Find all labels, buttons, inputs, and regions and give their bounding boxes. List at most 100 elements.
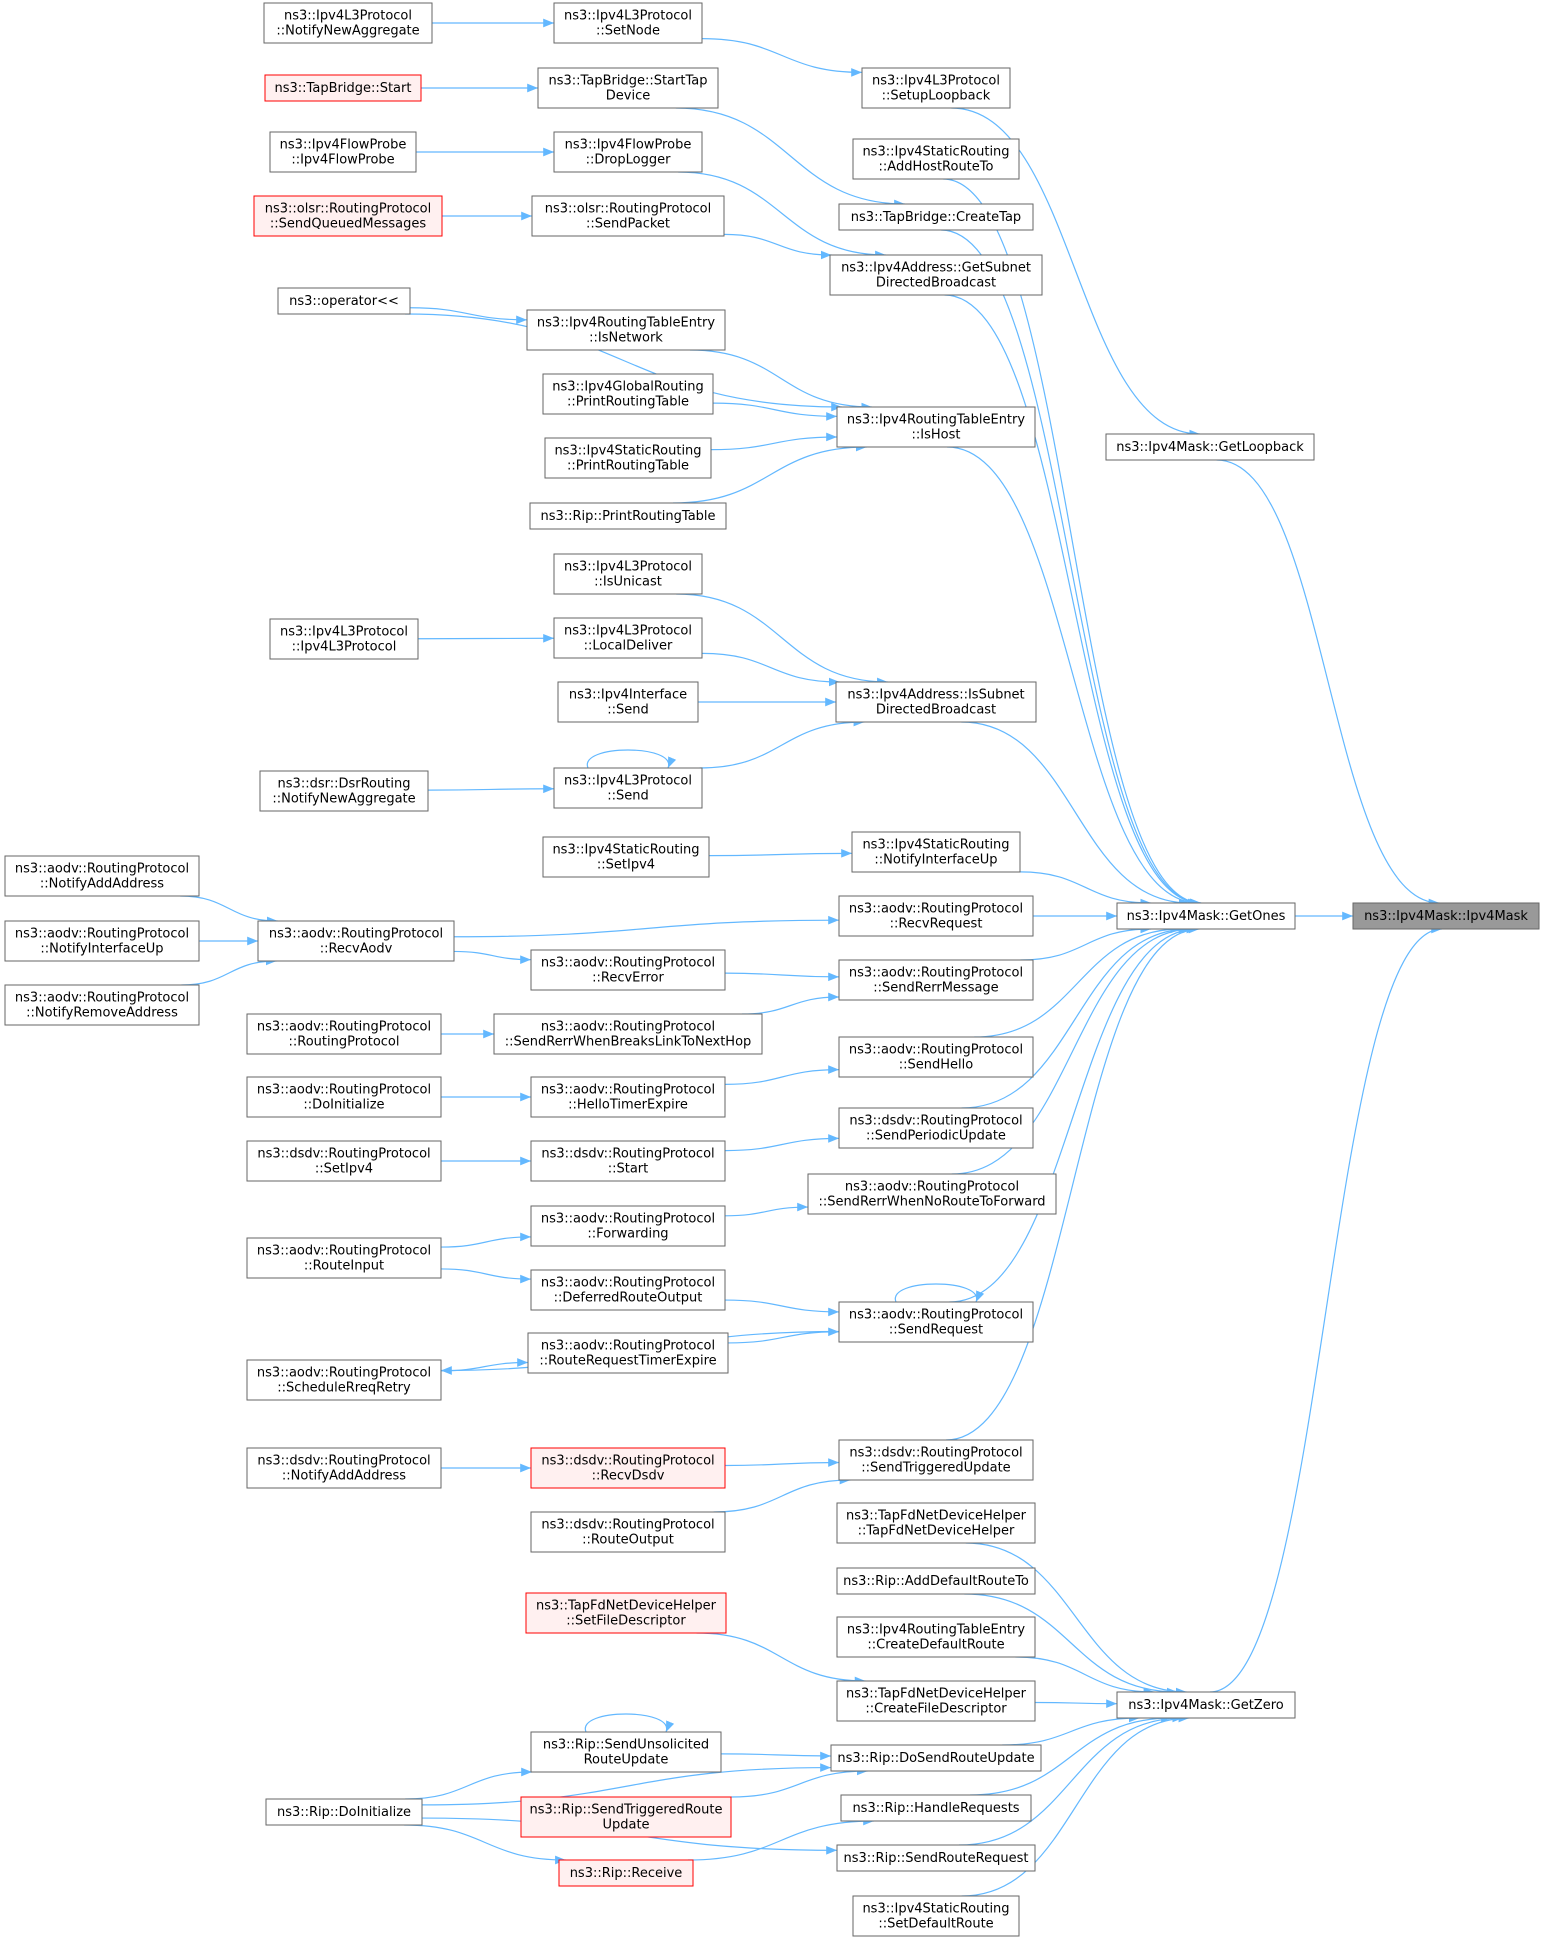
node-label-line: ns3::Ipv4StaticRouting xyxy=(862,838,1009,853)
node-box xyxy=(527,1332,729,1374)
node-global_print[interactable]: ns3::Ipv4GlobalRouting::PrintRoutingTabl… xyxy=(542,373,714,415)
node-label-line: ::Start xyxy=(608,1162,649,1177)
node-aodv_sendrequest[interactable]: ns3::aodv::RoutingProtocol::SendRequest xyxy=(838,1301,1034,1343)
node-dsr_notify[interactable]: ns3::dsr::DsrRouting::NotifyNewAggregate xyxy=(259,770,429,812)
node-olsr_sendpacket[interactable]: ns3::olsr::RoutingProtocol::SendPacket xyxy=(531,195,725,237)
node-rip_dosendroute[interactable]: ns3::Rip::DoSendRouteUpdate xyxy=(830,1744,1042,1772)
node-dsdv_sendperiodic[interactable]: ns3::dsdv::RoutingProtocol::SendPeriodic… xyxy=(838,1107,1034,1149)
node-tapbridgestart[interactable]: ns3::TapBridge::Start xyxy=(264,74,422,102)
node-aodv_routeinput[interactable]: ns3::aodv::RoutingProtocol::RouteInput xyxy=(246,1237,442,1279)
node-notifynewagg_l3[interactable]: ns3::Ipv4L3Protocol::NotifyNewAggregate xyxy=(263,2,433,44)
node-isunicast[interactable]: ns3::Ipv4L3Protocol::IsUnicast xyxy=(553,553,703,595)
node-label-line: ::NotifyNewAggregate xyxy=(276,24,419,39)
node-label-line: ::PrintRoutingTable xyxy=(567,459,689,474)
node-tapfd_helper[interactable]: ns3::TapFdNetDeviceHelper::TapFdNetDevic… xyxy=(836,1502,1036,1544)
node-createtap[interactable]: ns3::TapBridge::CreateTap xyxy=(838,203,1034,231)
node-issubnetdb[interactable]: ns3::Ipv4Address::IsSubnetDirectedBroadc… xyxy=(835,681,1037,723)
node-aodv_sendhello[interactable]: ns3::aodv::RoutingProtocol::SendHello xyxy=(838,1036,1034,1078)
edge-operator-to-isnetwork xyxy=(409,307,528,325)
node-dsdv_start[interactable]: ns3::dsdv::RoutingProtocol::Start xyxy=(530,1140,726,1182)
node-box xyxy=(830,1744,1042,1772)
node-tapfd_createfd[interactable]: ns3::TapFdNetDeviceHelper::CreateFileDes… xyxy=(836,1680,1036,1722)
node-label-line: ns3::Ipv4L3Protocol xyxy=(564,624,692,639)
node-aodv_routingprotocol[interactable]: ns3::aodv::RoutingProtocol::RoutingProto… xyxy=(246,1013,442,1055)
edge-aodv_sendrerrnoroute-to-getones xyxy=(951,924,1194,1175)
node-dsdv_notifyadd[interactable]: ns3::dsdv::RoutingProtocol::NotifyAddAdd… xyxy=(246,1447,442,1489)
node-ipv4flowprobe[interactable]: ns3::Ipv4FlowProbe::Ipv4FlowProbe xyxy=(269,131,417,173)
node-setuploopback[interactable]: ns3::Ipv4L3Protocol::SetupLoopback xyxy=(861,67,1011,109)
node-l3_send[interactable]: ns3::Ipv4L3Protocol::Send xyxy=(553,767,703,809)
node-aodv_deferred[interactable]: ns3::aodv::RoutingProtocol::DeferredRout… xyxy=(530,1269,726,1311)
node-getzero[interactable]: ns3::Ipv4Mask::GetZero xyxy=(1116,1691,1296,1719)
node-setnode[interactable]: ns3::Ipv4L3Protocol::SetNode xyxy=(553,2,703,44)
node-label-line: ::LocalDeliver xyxy=(584,639,673,654)
node-getloopback[interactable]: ns3::Ipv4Mask::GetLoopback xyxy=(1105,433,1315,461)
node-aodv_recvaodv[interactable]: ns3::aodv::RoutingProtocol::RecvAodv xyxy=(257,920,455,962)
node-aodv_notifyifup[interactable]: ns3::aodv::RoutingProtocol::NotifyInterf… xyxy=(4,920,200,962)
node-dsdv_setipv4[interactable]: ns3::dsdv::RoutingProtocol::SetIpv4 xyxy=(246,1140,442,1182)
node-label-line: ::RecvAodv xyxy=(320,942,393,957)
node-aodv_hellotimer[interactable]: ns3::aodv::RoutingProtocol::HelloTimerEx… xyxy=(530,1076,726,1118)
node-box xyxy=(246,1237,442,1279)
node-label-line: ns3::dsdv::RoutingProtocol xyxy=(849,1446,1022,1461)
edge-localdeliver-to-issubnetdb xyxy=(701,652,840,687)
node-ipv4mask[interactable]: ns3::Ipv4Mask::Ipv4Mask xyxy=(1352,902,1540,930)
node-rip_sendreq[interactable]: ns3::Rip::SendRouteRequest xyxy=(836,1844,1036,1872)
node-rte_createdefault[interactable]: ns3::Ipv4RoutingTableEntry::CreateDefaul… xyxy=(836,1616,1036,1658)
node-aodv_schedrreq[interactable]: ns3::aodv::RoutingProtocol::ScheduleRreq… xyxy=(246,1359,442,1401)
node-aodv_doinit[interactable]: ns3::aodv::RoutingProtocol::DoInitialize xyxy=(246,1076,442,1118)
node-label-line: ::SendQueuedMessages xyxy=(270,217,426,232)
node-rip_handlereq[interactable]: ns3::Rip::HandleRequests xyxy=(840,1794,1032,1822)
node-ipv4l3protocol[interactable]: ns3::Ipv4L3Protocol::Ipv4L3Protocol xyxy=(269,618,419,660)
node-addhostrouteto[interactable]: ns3::Ipv4StaticRouting::AddHostRouteTo xyxy=(852,138,1020,180)
node-static_setipv4[interactable]: ns3::Ipv4StaticRouting::SetIpv4 xyxy=(542,836,710,878)
node-olsr_sendqueued[interactable]: ns3::olsr::RoutingProtocol::SendQueuedMe… xyxy=(253,195,443,237)
node-box xyxy=(530,1511,726,1553)
node-dsdv_recvdsdv[interactable]: ns3::dsdv::RoutingProtocol::RecvDsdv xyxy=(530,1447,726,1489)
node-box xyxy=(836,1567,1036,1595)
node-label-line: ns3::Ipv4StaticRouting xyxy=(552,843,699,858)
node-aodv_rreqtimer[interactable]: ns3::aodv::RoutingProtocol::RouteRequest… xyxy=(527,1332,729,1374)
node-aodv_notifyadd[interactable]: ns3::aodv::RoutingProtocol::NotifyAddAdd… xyxy=(4,855,200,897)
node-aodv_recverror[interactable]: ns3::aodv::RoutingProtocol::RecvError xyxy=(530,949,726,991)
node-aodv_sendrerrnoroute[interactable]: ns3::aodv::RoutingProtocol::SendRerrWhen… xyxy=(807,1173,1057,1215)
node-droplogger[interactable]: ns3::Ipv4FlowProbe::DropLogger xyxy=(553,131,703,173)
node-aodv_sendrerr[interactable]: ns3::aodv::RoutingProtocol::SendRerrMess… xyxy=(838,959,1034,1001)
node-rip_adddefault[interactable]: ns3::Rip::AddDefaultRouteTo xyxy=(836,1567,1036,1595)
node-label-line: ns3::dsdv::RoutingProtocol xyxy=(257,1147,430,1162)
edge-rip_doinit-to-rip_dosendroute xyxy=(421,1763,832,1806)
node-rip_receive[interactable]: ns3::Rip::Receive xyxy=(558,1859,694,1887)
node-notifyifaceup[interactable]: ns3::Ipv4StaticRouting::NotifyInterfaceU… xyxy=(851,831,1021,873)
node-rip_print[interactable]: ns3::Rip::PrintRoutingTable xyxy=(529,502,727,530)
node-dsdv_routeoutput[interactable]: ns3::dsdv::RoutingProtocol::RouteOutput xyxy=(530,1511,726,1553)
node-isnetwork[interactable]: ns3::Ipv4RoutingTableEntry::IsNetwork xyxy=(526,309,726,351)
node-aodv_forwarding[interactable]: ns3::aodv::RoutingProtocol::Forwarding xyxy=(530,1205,726,1247)
node-static_print[interactable]: ns3::Ipv4StaticRouting::PrintRoutingTabl… xyxy=(544,437,712,479)
edge-global_print-to-ishost xyxy=(712,402,838,421)
node-ishost[interactable]: ns3::Ipv4RoutingTableEntry::IsHost xyxy=(836,406,1036,448)
node-tapfd_setfd[interactable]: ns3::TapFdNetDeviceHelper::SetFileDescri… xyxy=(525,1592,727,1634)
node-static_setdefault[interactable]: ns3::Ipv4StaticRouting::SetDefaultRoute xyxy=(852,1895,1020,1937)
node-aodv_sendrerrbreaks[interactable]: ns3::aodv::RoutingProtocol::SendRerrWhen… xyxy=(493,1013,763,1055)
node-aodv_notifyremove[interactable]: ns3::aodv::RoutingProtocol::NotifyRemove… xyxy=(4,984,200,1026)
node-aodv_recvrequest[interactable]: ns3::aodv::RoutingProtocol::RecvRequest xyxy=(838,895,1034,937)
edge-tapfd_setfd-to-tapfd_createfd xyxy=(696,1632,866,1686)
edge-dsdv_sendtriggered-to-getones xyxy=(945,924,1200,1441)
node-dsdv_sendtriggered[interactable]: ns3::dsdv::RoutingProtocol::SendTriggere… xyxy=(838,1439,1034,1481)
node-box xyxy=(493,1013,763,1055)
node-label-line: ns3::aodv::RoutingProtocol xyxy=(269,927,443,942)
node-localdeliver[interactable]: ns3::Ipv4L3Protocol::LocalDeliver xyxy=(553,617,703,659)
node-getsubnetdb[interactable]: ns3::Ipv4Address::GetSubnetDirectedBroad… xyxy=(829,254,1043,296)
node-label-line: ::HelloTimerExpire xyxy=(568,1098,688,1113)
node-rip_doinit[interactable]: ns3::Rip::DoInitialize xyxy=(265,1798,423,1826)
node-operator[interactable]: ns3::operator<< xyxy=(277,287,411,315)
node-getones[interactable]: ns3::Ipv4Mask::GetOnes xyxy=(1116,902,1296,930)
node-box xyxy=(269,618,419,660)
node-label-line: ::SendRerrWhenBreaksLinkToNextHop xyxy=(505,1035,752,1050)
edge-aodv_routeinput-to-aodv_deferred xyxy=(440,1268,532,1284)
node-label-line: ::CreateFileDescriptor xyxy=(865,1702,1007,1717)
node-iface_send[interactable]: ns3::Ipv4Interface::Send xyxy=(557,681,699,723)
